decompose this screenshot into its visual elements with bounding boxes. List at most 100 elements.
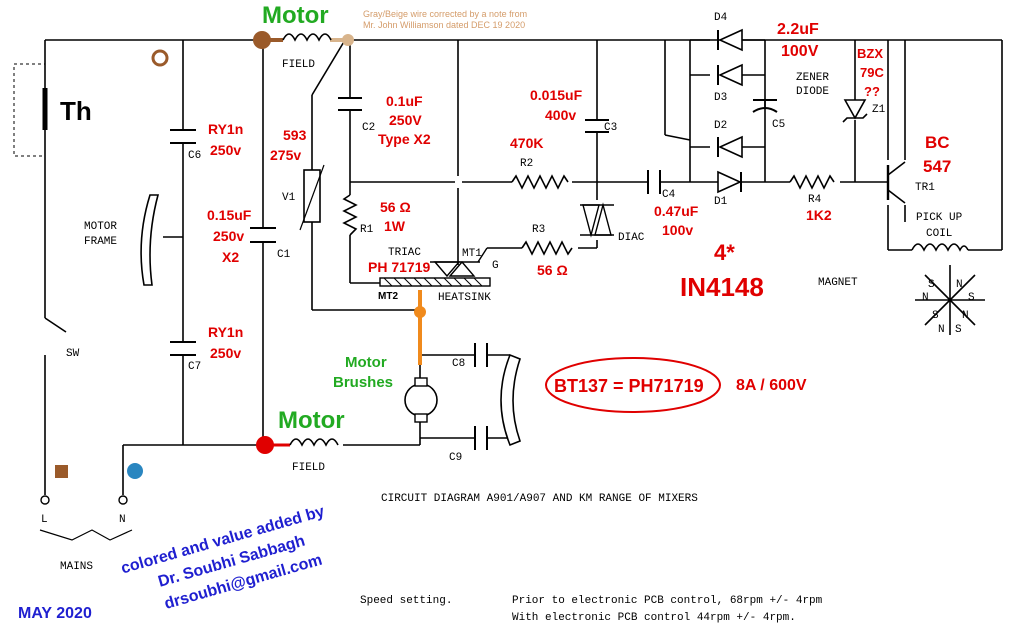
zener-label-2: DIODE xyxy=(796,86,829,98)
tr1-name: TR1 xyxy=(915,182,935,194)
diac xyxy=(580,202,614,238)
compass-s-3: S xyxy=(932,310,939,322)
heatsink-label: HEATSINK xyxy=(438,292,491,304)
c6-name: C6 xyxy=(188,150,201,162)
c5-value-2: 100V xyxy=(781,43,819,60)
triac-value: PH 71719 xyxy=(368,259,430,275)
capacitor-c8 xyxy=(474,343,488,367)
c1-value-2: 250v xyxy=(213,228,244,244)
d1-label: D1 xyxy=(714,196,728,208)
zener-diode-z1 xyxy=(842,99,868,123)
diode-d3 xyxy=(717,63,743,87)
motor-frame-label-2: FRAME xyxy=(84,236,117,248)
c2-value-3: Type X2 xyxy=(378,131,431,147)
triac xyxy=(379,247,491,287)
credit-block: colored and value added by Dr. Soubhi Sa… xyxy=(119,503,326,613)
c2-name: C2 xyxy=(362,122,375,134)
diac-label: DIAC xyxy=(618,232,645,244)
z1-value-3: ?? xyxy=(864,84,880,99)
diode-d2 xyxy=(717,135,743,159)
c1-value-1: 0.15uF xyxy=(207,207,252,223)
r1-value-1: 56 Ω xyxy=(380,199,411,215)
bt137-highlight xyxy=(545,357,721,413)
diodes-count: 4* xyxy=(714,240,735,265)
r2-value: 470K xyxy=(510,135,543,151)
diodes-value: IN4148 xyxy=(680,272,764,302)
field-top-label: FIELD xyxy=(282,59,315,71)
field-coil-bottom xyxy=(289,438,339,447)
mt1-label: MT1 xyxy=(462,248,482,260)
r4-value: 1K2 xyxy=(806,207,832,223)
c6-value-2: 250v xyxy=(210,142,241,158)
compass-n-3: N xyxy=(962,310,969,322)
r2-name: R2 xyxy=(520,158,533,170)
v1-value-2: 275v xyxy=(270,147,301,163)
field-bottom-label: FIELD xyxy=(292,462,325,474)
capacitor-c4 xyxy=(647,170,661,194)
tr1-value-2: 547 xyxy=(923,157,951,176)
magnet-icon xyxy=(915,265,985,335)
c4-name: C4 xyxy=(662,189,676,201)
rating-label: 8A / 600V xyxy=(736,377,807,394)
magnet-label: MAGNET xyxy=(818,277,858,289)
v1-value-1: 593 xyxy=(283,127,307,143)
terminal-n xyxy=(118,495,128,505)
speed-line-2: With electronic PCB control 44rpm +/- 4r… xyxy=(512,612,796,624)
c4-value-1: 0.47uF xyxy=(654,203,699,219)
capacitor-c1 xyxy=(250,227,276,243)
brush-wire-node xyxy=(414,306,426,318)
r4-name: R4 xyxy=(808,194,822,206)
z1-value-1: BZX xyxy=(857,46,883,61)
capacitor-c7 xyxy=(170,341,196,356)
capacitor-c2 xyxy=(338,97,362,111)
mt2-label: MT2 xyxy=(378,291,398,302)
varistor-v1 xyxy=(299,164,325,231)
resistor-r2 xyxy=(511,174,569,190)
capacitor-c6 xyxy=(170,129,196,144)
motor-frame-label-1: MOTOR xyxy=(84,221,117,233)
c7-value-1: RY1n xyxy=(208,324,243,340)
c1-value-3: X2 xyxy=(222,249,239,265)
motor xyxy=(404,377,438,423)
transistor-tr1 xyxy=(886,40,906,222)
resistor-r4 xyxy=(789,174,835,190)
l-label: L xyxy=(41,514,48,526)
speed-line-1: Prior to electronic PCB control, 68rpm +… xyxy=(512,595,823,607)
blue-marker xyxy=(127,463,143,479)
brushes-label-1: Motor xyxy=(345,354,387,371)
capacitor-c5 xyxy=(752,99,778,113)
c7-name: C7 xyxy=(188,361,201,373)
gate-label: G xyxy=(492,260,499,272)
c3-value-1: 0.015uF xyxy=(530,87,583,103)
diode-d4 xyxy=(717,28,743,52)
c2-value-2: 250V xyxy=(389,112,422,128)
r1-value-2: 1W xyxy=(384,218,406,234)
field-coil-top xyxy=(282,33,332,42)
motor-bottom-label: Motor xyxy=(278,407,345,434)
v1-name: V1 xyxy=(282,192,296,204)
diode-d1 xyxy=(717,170,742,194)
compass-s-4: S xyxy=(955,324,962,336)
c5-value-1: 2.2uF xyxy=(777,21,819,38)
r3-value: 56 Ω xyxy=(537,262,568,278)
compass-n-1: N xyxy=(956,279,963,291)
c6-value-1: RY1n xyxy=(208,121,243,137)
r3-name: R3 xyxy=(532,224,545,236)
resistor-r3 xyxy=(521,240,573,256)
capacitor-frame xyxy=(500,353,522,447)
terminal-l xyxy=(40,495,50,505)
date-label: MAY 2020 xyxy=(18,605,92,622)
pickup-label-1: PICK UP xyxy=(916,212,963,224)
z1-name: Z1 xyxy=(872,104,886,116)
note-line2: Mr. John Williamson dated DEC 19 2020 xyxy=(363,20,525,30)
motor-frame xyxy=(140,194,160,286)
c9-label: C9 xyxy=(449,452,462,464)
mains-bracket xyxy=(39,529,133,541)
d3-label: D3 xyxy=(714,92,727,104)
capacitor-c9 xyxy=(474,426,488,450)
beige-wire-node xyxy=(342,34,354,46)
z1-value-2: 79C xyxy=(860,65,884,80)
sw-label: SW xyxy=(66,348,80,360)
bt137-label: BT137 = PH71719 xyxy=(554,376,704,396)
